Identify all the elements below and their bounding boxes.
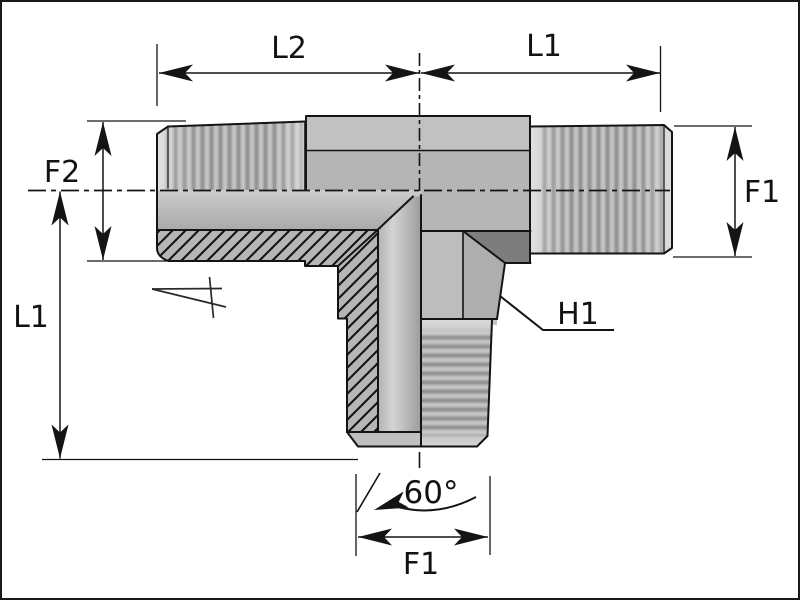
bore-horizontal-section (157, 190, 421, 230)
label-f2: F2 (44, 155, 80, 190)
part-outlines (156, 115, 673, 448)
dimension-labels: L2 L1 F2 L1 F1 H1 60° F1 (13, 29, 780, 582)
label-f1-right: F1 (744, 175, 780, 210)
label-l1-left: L1 (13, 300, 49, 335)
centerlines (28, 53, 670, 468)
hex-section (421, 231, 531, 319)
label-angle: 60° (404, 475, 459, 511)
bottom-countersink (347, 432, 421, 447)
label-l2: L2 (271, 31, 307, 66)
label-h1: H1 (557, 297, 599, 332)
fitting-body-shapes (157, 116, 672, 447)
taper-symbol (151, 276, 227, 319)
left-port-thread (157, 121, 305, 190)
bottom-port-thread (421, 319, 497, 447)
h1-leader (499, 295, 614, 331)
label-l1-top: L1 (526, 29, 562, 64)
body-block (306, 116, 530, 231)
right-port-thread (530, 125, 672, 254)
chamfer-flank-line (356, 472, 381, 513)
hex-chamfer-dark-face (463, 231, 531, 263)
bore-vertical-section (378, 196, 421, 432)
dimensions (42, 44, 752, 556)
label-f1-bottom: F1 (403, 547, 439, 582)
